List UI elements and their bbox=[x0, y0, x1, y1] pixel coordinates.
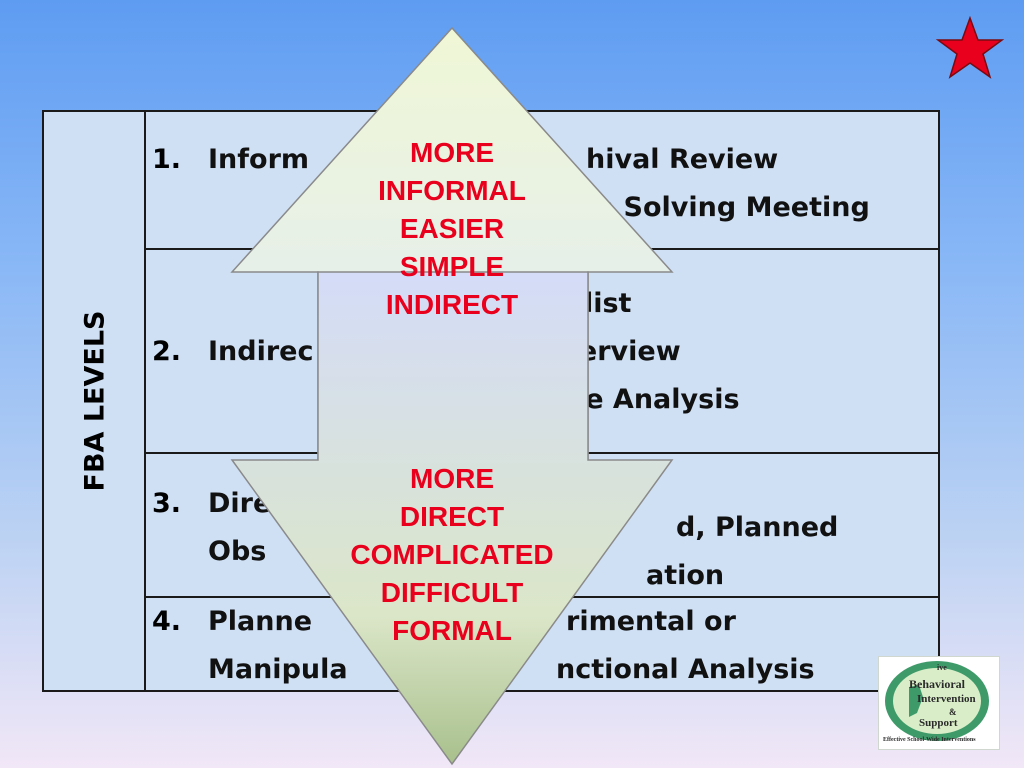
arrow-up-line: EASIER bbox=[399, 213, 505, 244]
row-text-right: klist bbox=[566, 288, 632, 319]
logo-text: ive bbox=[937, 663, 947, 672]
row-text-right: hival Review bbox=[586, 144, 779, 175]
logo-text: Effective School-Wide Interventions bbox=[883, 737, 976, 743]
arrow-up-line: SIMPLE bbox=[399, 251, 505, 282]
arrow-up-line: INDIRECT bbox=[385, 289, 519, 320]
logo-text: & bbox=[949, 707, 957, 717]
logo: ive Behavioral Intervention & Support Ef… bbox=[878, 656, 1000, 750]
row-number: 4. bbox=[152, 606, 182, 637]
row-text-right: d, Planned bbox=[676, 512, 839, 543]
arrow-up-text: MORE INFORMAL EASIER SIMPLE INDIRECT bbox=[330, 134, 574, 324]
arrow-down-line: FORMAL bbox=[392, 615, 512, 646]
row-text-left: Obs bbox=[208, 536, 267, 567]
row-text-right: nctional Analysis bbox=[556, 654, 815, 685]
row-text-left: Planne bbox=[208, 606, 313, 637]
row-text-right: terview bbox=[566, 336, 681, 367]
row-text-left: Manipula bbox=[208, 654, 348, 685]
row-text-right: rimental or bbox=[566, 606, 736, 637]
arrow-down-line: DIRECT bbox=[399, 501, 505, 532]
row-text-left: Inform bbox=[208, 144, 310, 175]
logo-text: Support bbox=[919, 717, 958, 729]
arrow-up-line: MORE bbox=[410, 137, 494, 168]
star-icon bbox=[935, 15, 1005, 79]
row-number: 1. bbox=[152, 144, 182, 175]
arrow-up-line: INFORMAL bbox=[378, 175, 526, 206]
row-text-right: ation bbox=[646, 560, 725, 591]
row-number: 2. bbox=[152, 336, 182, 367]
logo-text: Intervention bbox=[917, 693, 976, 705]
arrow-down-text: MORE DIRECT COMPLICATED DIFFICULT FORMAL bbox=[330, 460, 574, 650]
row-text-right: m Solving Meeting bbox=[586, 192, 870, 223]
arrow-down-line: COMPLICATED bbox=[350, 539, 554, 570]
row-text-left: Direct bbox=[208, 488, 301, 519]
arrow-down-line: DIFFICULT bbox=[380, 577, 524, 608]
row-text-left: Indirec bbox=[208, 336, 314, 367]
logo-emblem-icon bbox=[885, 661, 989, 741]
row-number: 3. bbox=[152, 488, 182, 519]
side-header: FBA LEVELS bbox=[44, 112, 146, 690]
row-text-right: ne Analysis bbox=[566, 384, 740, 415]
side-label: FBA LEVELS bbox=[79, 310, 111, 492]
row-text-right: C bbox=[586, 462, 606, 493]
arrow-down-line: MORE bbox=[410, 463, 494, 494]
logo-text: Behavioral bbox=[909, 677, 965, 691]
